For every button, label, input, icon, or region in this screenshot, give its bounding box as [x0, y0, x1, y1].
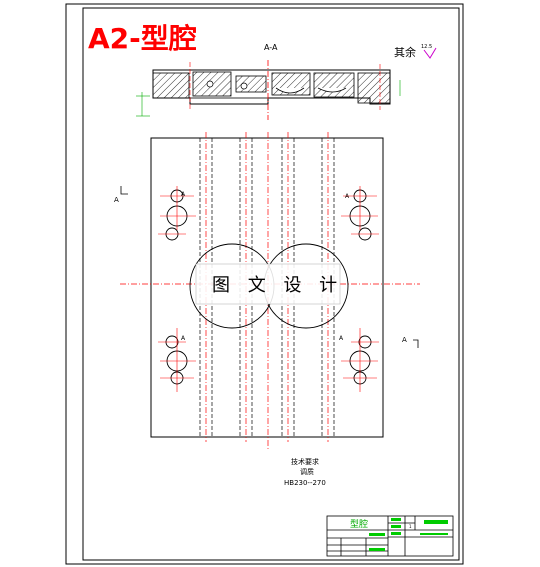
- hole-label-left-top: A: [181, 191, 186, 198]
- section-marker-right: A: [402, 336, 419, 348]
- title-block-part-name: 型腔: [350, 518, 368, 530]
- section-view: [136, 60, 401, 120]
- hole-label-right-top: A: [345, 193, 350, 200]
- drawing-title: A2-型腔: [88, 22, 197, 55]
- notes-line1: 调质: [300, 467, 314, 476]
- svg-text:A: A: [402, 336, 407, 344]
- hole-label-left-bottom: A: [181, 335, 186, 342]
- watermark-text: 图 文 设 计: [212, 275, 343, 296]
- sheet-inner-border: [82, 7, 460, 561]
- title-block-small-mark: 1: [409, 524, 412, 529]
- svg-text:A: A: [114, 196, 119, 204]
- technical-notes: 技术要求 调质 HB230--270: [284, 457, 326, 487]
- hole-label-right-bottom: A: [339, 335, 344, 342]
- roughness-symbol-icon: [423, 47, 437, 59]
- watermark: 图 文 设 计: [195, 263, 343, 305]
- roughness-value: 12.5: [421, 44, 432, 50]
- section-marker-left: A: [114, 186, 128, 204]
- roughness-text: 其余: [394, 45, 416, 59]
- notes-line2: HB230--270: [284, 479, 326, 487]
- notes-heading: 技术要求: [291, 457, 319, 466]
- title-block-fills: [369, 518, 448, 551]
- section-label: A-A: [264, 43, 278, 52]
- sheet-outer-border: [65, 3, 464, 565]
- plate-outline: [150, 137, 384, 438]
